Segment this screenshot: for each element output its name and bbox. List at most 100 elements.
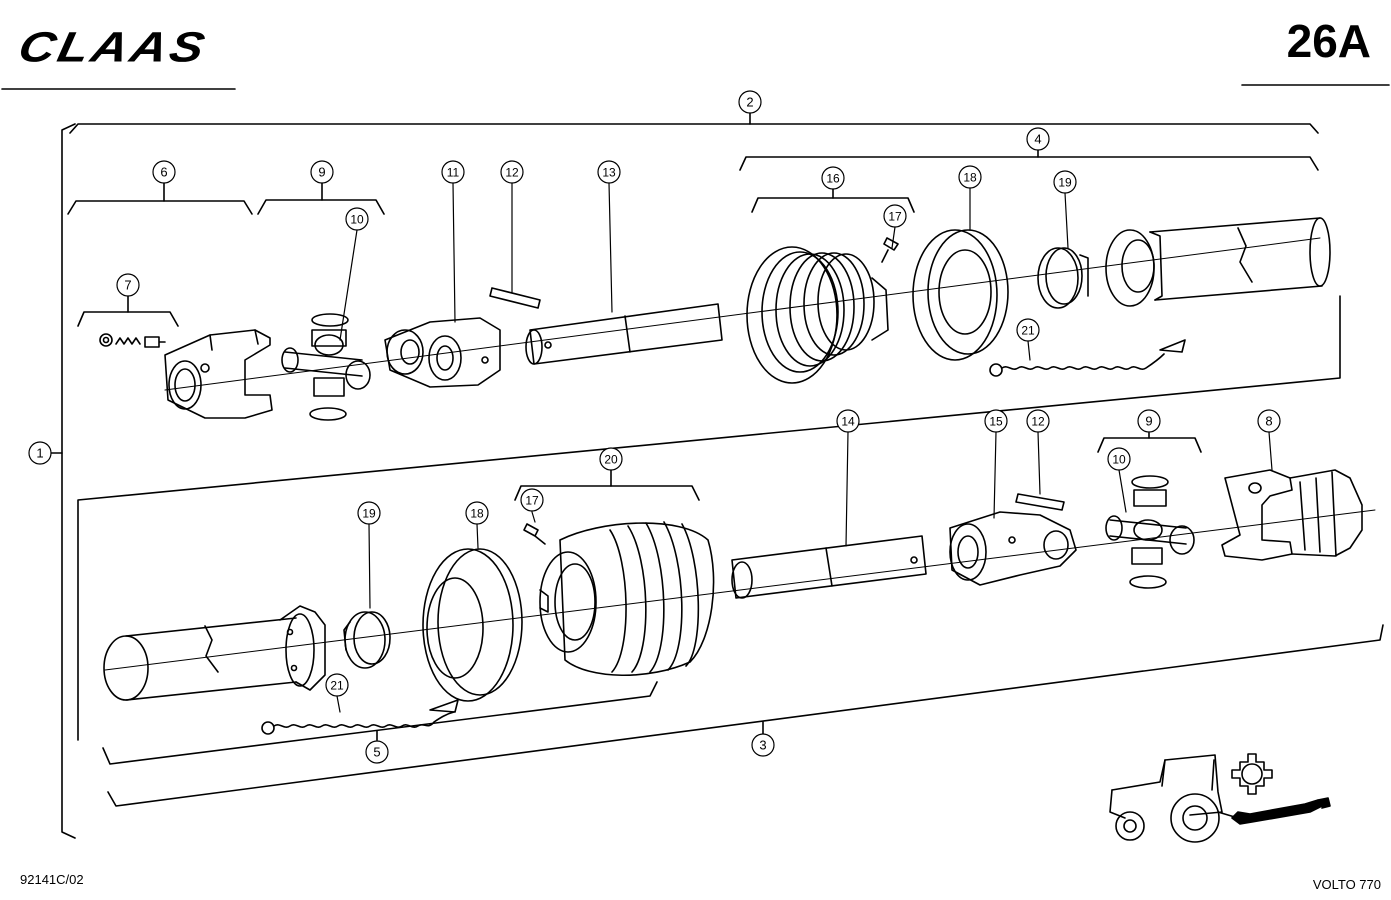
callout-circle (1016, 318, 1040, 342)
callout-label: 4 (1034, 132, 1041, 147)
callout-circle (116, 273, 140, 297)
callout-circle (751, 733, 775, 757)
callout-9-top: 9 (310, 160, 334, 184)
callout-label: 21 (330, 679, 344, 693)
callout-12-top: 12 (500, 160, 524, 184)
callout-label: 2 (746, 95, 753, 110)
callout-label: 1 (36, 446, 43, 461)
callout-1: 1 (28, 441, 52, 465)
callout-19-top: 19 (1053, 170, 1077, 194)
part-13-inner-profile-tube (525, 303, 723, 365)
drawing-number: 92141C/02 (20, 872, 84, 887)
pto-shaft-icon (1231, 797, 1331, 825)
callout-13: 13 (597, 160, 621, 184)
part-10-cross-joint-top (281, 313, 371, 421)
callout-20: 20 (599, 447, 623, 471)
callout-circle (1107, 447, 1131, 471)
callout-label: 21 (1021, 324, 1035, 338)
part-11-inner-yoke (384, 317, 501, 388)
callout-19-bottom: 19 (357, 501, 381, 525)
part-19-clip-ring-top (1037, 247, 1089, 309)
part-10-cross-joint-bottom (1105, 475, 1195, 589)
callout-12-bottom: 12 (1026, 409, 1050, 433)
header-rules (1, 84, 1390, 90)
part-12-roll-pin-bottom (1015, 493, 1065, 511)
callout-label: 15 (989, 415, 1003, 429)
callout-label: 8 (1265, 414, 1272, 429)
callout-circle (597, 160, 621, 184)
callout-label: 5 (373, 745, 380, 760)
part-17-screw-bottom (523, 523, 546, 545)
callout-label: 11 (447, 166, 460, 180)
part-6-splined-yoke (164, 329, 273, 419)
callout-5: 5 (365, 740, 389, 764)
callout-circle (520, 488, 544, 512)
callout-label: 18 (470, 507, 484, 521)
part-18-bearing-ring-bottom (422, 548, 523, 702)
callout-circle (883, 204, 907, 228)
centre-axes (104, 237, 1376, 671)
page-number: 26A (1286, 15, 1371, 67)
callout-label: 10 (350, 213, 364, 227)
callout-10-top: 10 (345, 207, 369, 231)
callout-18-bottom: 18 (465, 501, 489, 525)
callout-label: 17 (525, 494, 539, 508)
callout-label: 19 (362, 507, 376, 521)
callout-circle (836, 409, 860, 433)
callout-label: 10 (1112, 453, 1126, 467)
callout-circle (738, 90, 762, 114)
part-17-screw-top (881, 237, 899, 263)
callout-15: 15 (984, 409, 1008, 433)
part-15-inner-yoke (949, 511, 1077, 586)
callout-label: 16 (826, 172, 840, 186)
callout-label: 12 (1031, 415, 1045, 429)
callout-18-top: 18 (958, 165, 982, 189)
callout-circle (1026, 409, 1050, 433)
callout-circle (599, 447, 623, 471)
part-16-protection-cone (746, 246, 889, 384)
callout-21-top: 21 (1016, 318, 1040, 342)
callout-circle (958, 165, 982, 189)
part-8-clutch-yoke (1221, 469, 1363, 561)
spline-profile-icon (1231, 753, 1273, 795)
part-4-outer-tube-assembly (1105, 217, 1331, 307)
callout-circle (441, 160, 465, 184)
callout-label: 7 (124, 278, 131, 293)
part-12-roll-pin-top (489, 287, 541, 309)
callout-label: 17 (888, 210, 902, 224)
callout-circle (984, 409, 1008, 433)
callout-circle (1257, 409, 1281, 433)
callout-circle (500, 160, 524, 184)
callout-label: 6 (160, 165, 167, 180)
tractor-icon (1109, 754, 1239, 843)
callout-circle (152, 160, 176, 184)
callout-label: 12 (505, 166, 519, 180)
callout-3: 3 (751, 733, 775, 757)
callout-10-bottom: 10 (1107, 447, 1131, 471)
callout-label: 9 (318, 165, 325, 180)
callout-label: 14 (841, 415, 855, 429)
part-18-bearing-ring-top (912, 229, 1009, 361)
callout-circle (310, 160, 334, 184)
callout-circle (1053, 170, 1077, 194)
callout-circle (1137, 409, 1161, 433)
assembly-brackets (39, 112, 1384, 839)
part-21-safety-chain-bottom (261, 699, 459, 735)
callout-6: 6 (152, 160, 176, 184)
callout-4: 4 (1026, 127, 1050, 151)
callout-circle (1026, 127, 1050, 151)
part-19-clip-ring-bottom (343, 611, 391, 669)
callout-16: 16 (821, 166, 845, 190)
leader-lines (336, 182, 1273, 713)
callout-circle (325, 673, 349, 697)
callout-circle (357, 501, 381, 525)
callout-7: 7 (116, 273, 140, 297)
callout-label: 20 (604, 453, 618, 467)
part-14-inner-profile-tube (731, 535, 927, 599)
callout-17-bottom: 17 (520, 488, 544, 512)
callout-label: 18 (963, 171, 977, 185)
callout-label: 19 (1058, 176, 1072, 190)
part-20-protection-bellows (539, 521, 715, 677)
